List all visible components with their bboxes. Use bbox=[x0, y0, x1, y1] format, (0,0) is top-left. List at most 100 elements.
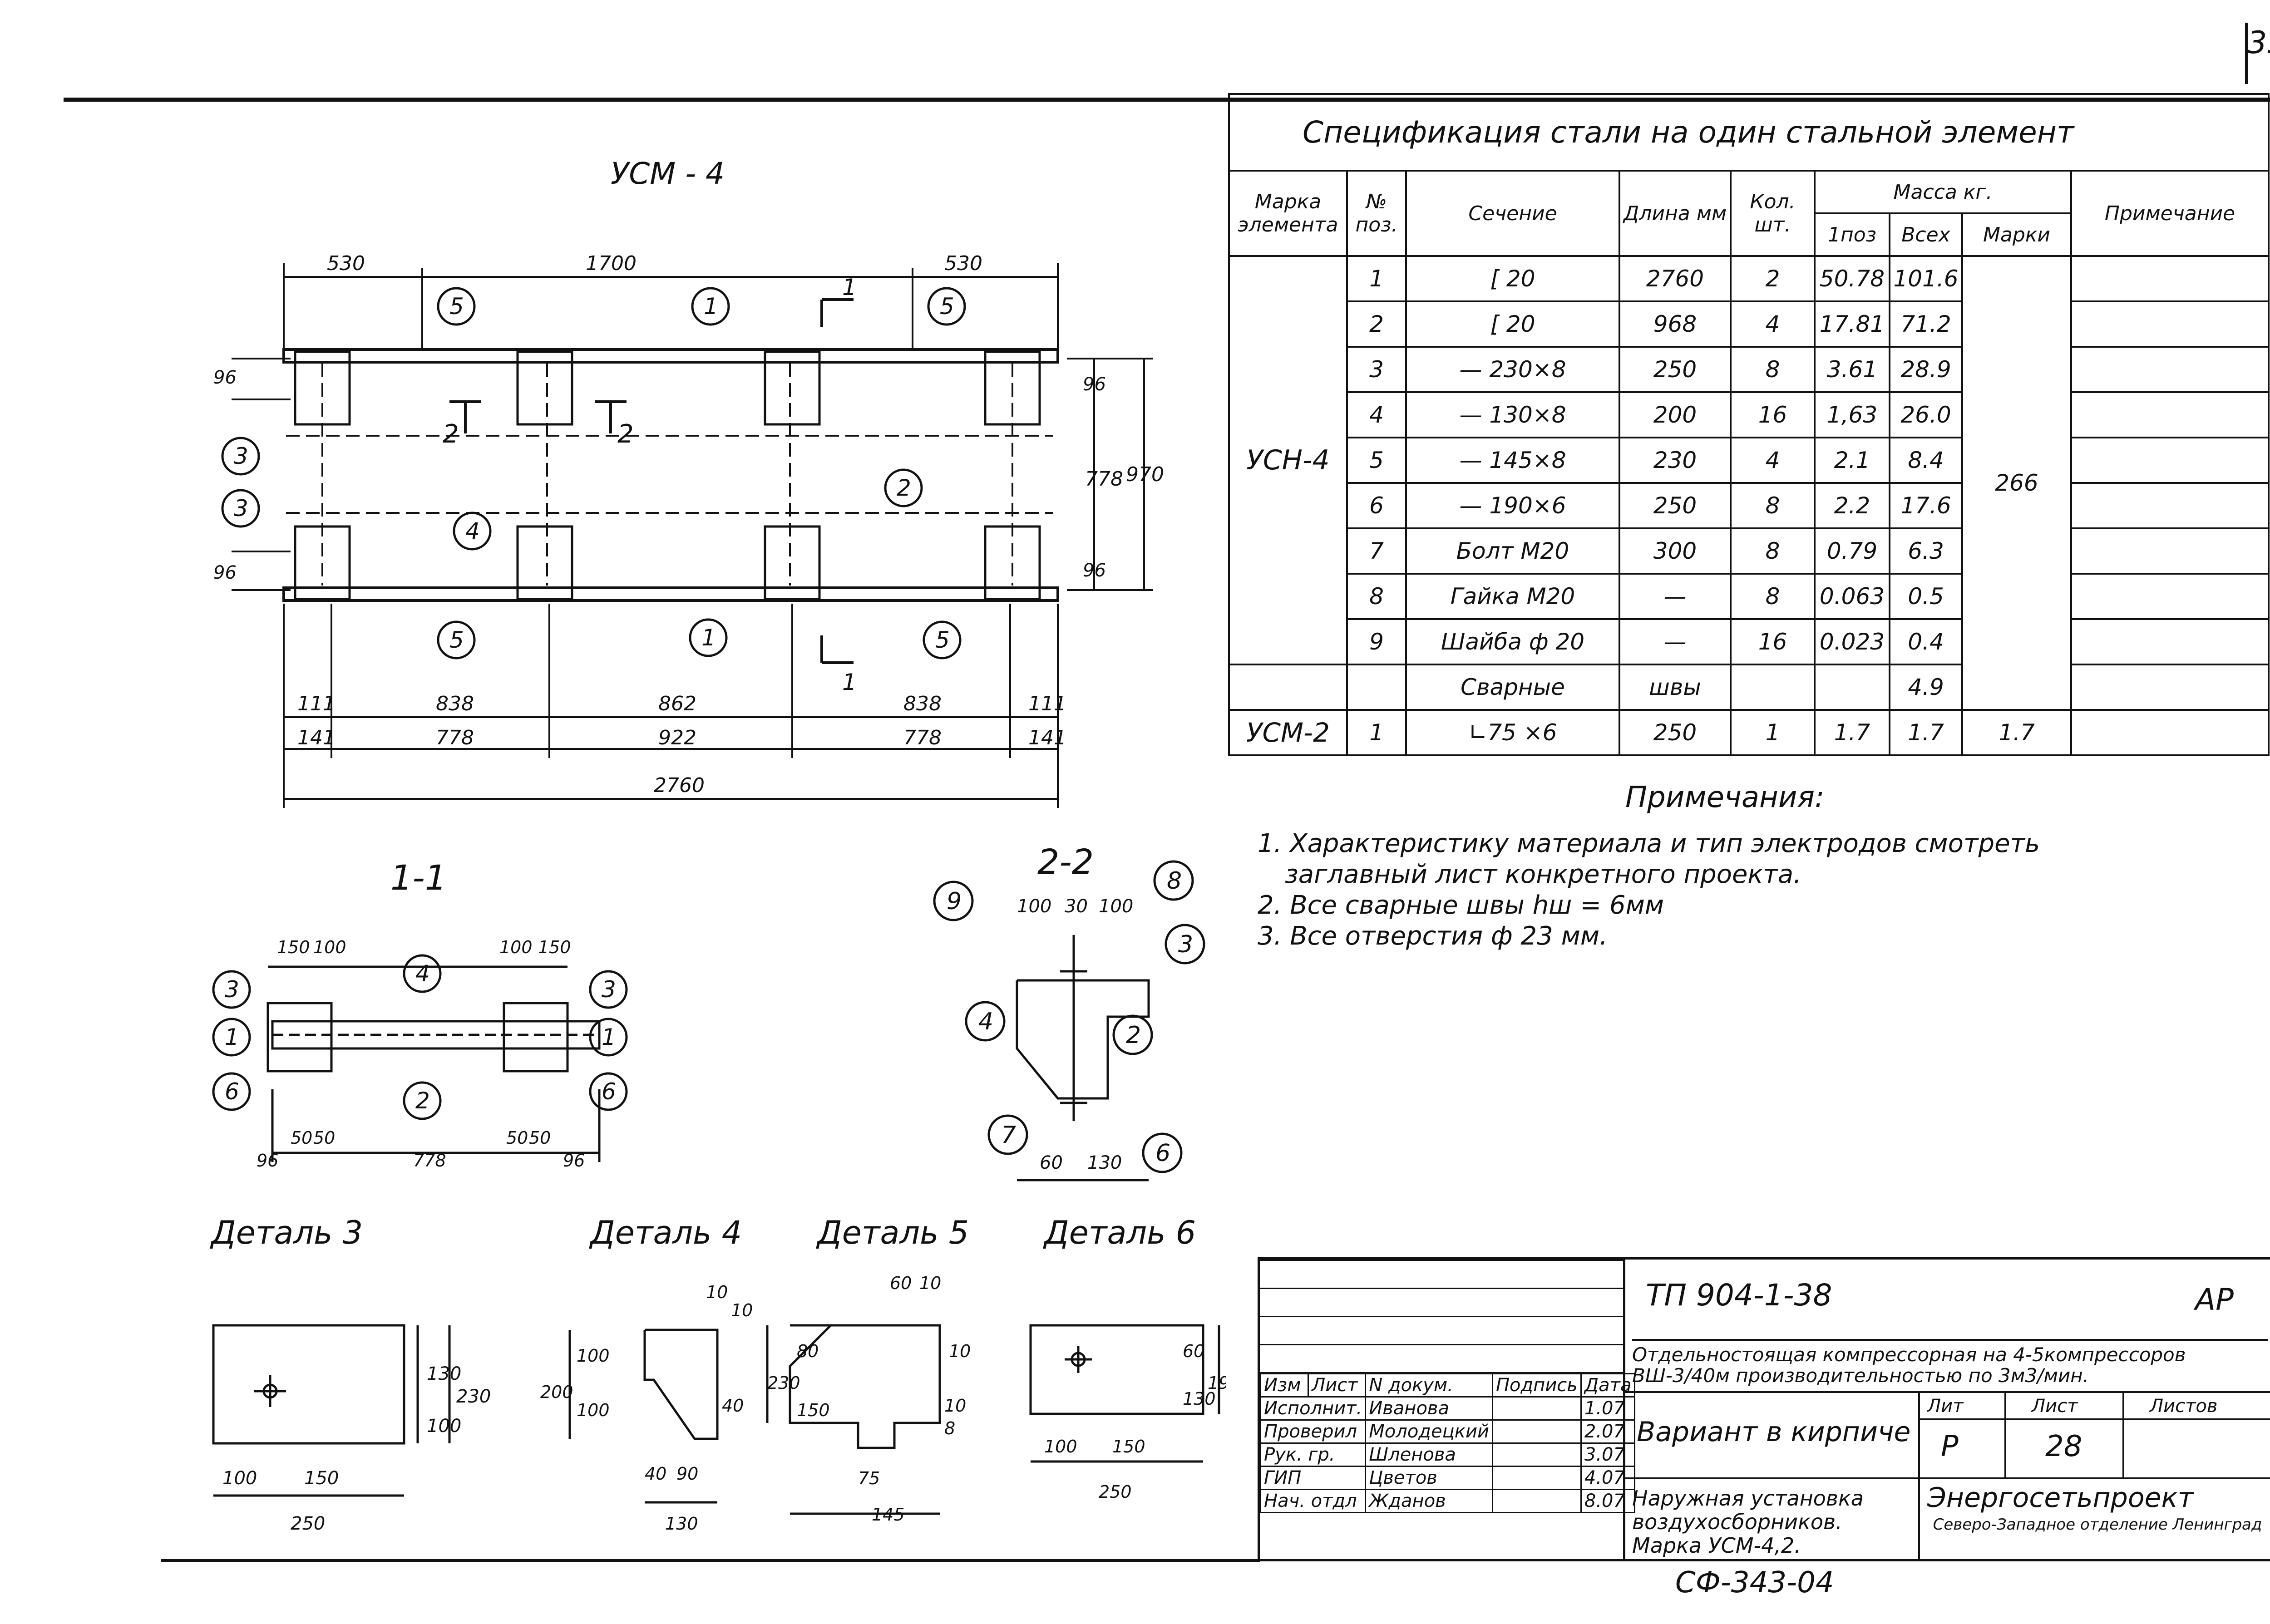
dim-row2-141a: 141 bbox=[297, 726, 336, 749]
spec-weld-label: Сварные bbox=[1405, 664, 1620, 711]
plan-callout-5d: 5 bbox=[935, 627, 950, 653]
d5-dim-145: 145 bbox=[872, 1505, 905, 1525]
spec-section: Болт М20 bbox=[1405, 527, 1620, 575]
spec-note bbox=[2070, 255, 2270, 302]
page-number-divider bbox=[2245, 23, 2248, 84]
sec11-dim-150b: 150 bbox=[538, 937, 571, 957]
plan-callout-2: 2 bbox=[897, 475, 911, 501]
plan-callouts bbox=[221, 287, 966, 659]
signer-row: Проверил Молодецкий 2.07 bbox=[1259, 1419, 1636, 1444]
sec22-callout-4: 4 bbox=[978, 1008, 993, 1035]
detail-4-title: Деталь 4 bbox=[589, 1214, 742, 1251]
dim-right-96a: 96 bbox=[1083, 374, 1106, 395]
tb-lit-value: Р bbox=[1941, 1430, 1959, 1463]
d6-dim-100: 100 bbox=[1044, 1437, 1077, 1457]
d5-dim-10c: 10 bbox=[944, 1396, 966, 1416]
sec11-dim-778: 778 bbox=[413, 1151, 446, 1171]
plan-callout-5c: 5 bbox=[449, 627, 464, 653]
signer-row: Рук. гр. Шленова 3.07 bbox=[1259, 1442, 1636, 1467]
spec-qty: 8 bbox=[1730, 527, 1816, 575]
sec11-dim-50c: 50 bbox=[506, 1128, 528, 1148]
tb-col-doc: N докум. bbox=[1365, 1373, 1493, 1398]
spec-mass-one: 0.063 bbox=[1814, 573, 1890, 620]
dim-row2-778a: 778 bbox=[436, 726, 474, 749]
signer-role: ГИП bbox=[1259, 1466, 1367, 1490]
table-row: 2 [ 20 968 4 17.81 71.2 bbox=[1229, 300, 2270, 348]
d5-dim-10b: 10 bbox=[949, 1341, 971, 1361]
dim-right-778: 778 bbox=[1085, 468, 1123, 491]
tb-col-sign: Подпись bbox=[1491, 1373, 1582, 1398]
spec-mass-all: 0.4 bbox=[1889, 618, 1963, 665]
notes-list: 1. Характеристику материала и тип электр… bbox=[1258, 828, 2040, 952]
d3-dim-150: 150 bbox=[304, 1468, 339, 1489]
spec-header-section: Сечение bbox=[1405, 170, 1620, 257]
spec-note bbox=[2070, 709, 2270, 756]
spec-mass-one: 1.7 bbox=[1814, 709, 1890, 756]
plan-title: УСМ - 4 bbox=[611, 156, 725, 191]
signer-signature bbox=[1491, 1396, 1582, 1421]
sec11-callout-2: 2 bbox=[415, 1088, 430, 1114]
spec-qty: 4 bbox=[1730, 437, 1816, 484]
sec22-callout-9: 9 bbox=[947, 888, 962, 915]
spec-length: 300 bbox=[1619, 527, 1732, 575]
table-row: УСН-4 1 [ 20 2760 2 50.78 101.6 266 bbox=[1228, 255, 2270, 711]
spec-mass-all: 26.0 bbox=[1889, 391, 1963, 438]
section-1-1-drawing bbox=[266, 965, 601, 1162]
sec11-callout-3b: 3 bbox=[602, 976, 616, 1003]
drawing-area: УСМ - 4 530 1700 530 bbox=[210, 156, 1226, 1534]
spec-length: 250 bbox=[1619, 346, 1732, 393]
sec11-dim-150a: 150 bbox=[277, 937, 310, 957]
signer-signature bbox=[1491, 1489, 1582, 1513]
spec-section: Шайба ф 20 bbox=[1405, 618, 1620, 665]
spec-mass-one: 2.2 bbox=[1814, 482, 1890, 529]
sec11-dim-50a: 50 bbox=[291, 1128, 312, 1148]
spec-header-mass-one: 1поз bbox=[1814, 212, 1890, 257]
signer-date: 3.07 bbox=[1580, 1442, 1636, 1467]
signer-row: Исполнит. Иванова 1.07 bbox=[1259, 1396, 1636, 1421]
sec11-dim-50b: 50 bbox=[313, 1128, 335, 1148]
spec-length: — bbox=[1619, 573, 1732, 620]
spec-section: — 145×8 bbox=[1405, 437, 1620, 484]
d3-dim-100v: 100 bbox=[427, 1416, 461, 1437]
plan-left-dim-lines bbox=[232, 358, 291, 591]
table-row: 5 — 145×8 230 4 2.1 8.4 bbox=[1229, 437, 2270, 484]
tb-org-name: Энергосетьпроект bbox=[1927, 1482, 2194, 1514]
dim-row1-111b: 111 bbox=[1028, 692, 1066, 715]
detail-6-drawing bbox=[1029, 1324, 1220, 1463]
sec22-callout-3: 3 bbox=[1178, 931, 1193, 958]
dim-top-1700: 1700 bbox=[586, 252, 637, 275]
spec-length: — bbox=[1619, 618, 1732, 665]
spec-mass-one: 0.023 bbox=[1814, 618, 1890, 665]
dim-left-96a: 96 bbox=[213, 367, 237, 388]
spec-note bbox=[2070, 300, 2270, 348]
detail-4-drawing bbox=[568, 1329, 719, 1504]
dim-row2-922: 922 bbox=[658, 726, 696, 749]
spec-qty: 8 bbox=[1730, 346, 1816, 393]
spec-qty: 8 bbox=[1730, 573, 1816, 620]
spec-length: 968 bbox=[1619, 300, 1732, 348]
dim-top-530a: 530 bbox=[327, 252, 365, 275]
spec-mass-one: 3.61 bbox=[1814, 346, 1890, 393]
title-block: Изм Лист N докум. Подпись Дата Исполнит.… bbox=[1258, 1257, 2270, 1561]
spec-qty: 16 bbox=[1730, 391, 1816, 438]
tb-sheet-header: Лист bbox=[2032, 1396, 2078, 1417]
page-number: 35 bbox=[2247, 25, 2270, 61]
sec11-dim-50d: 50 bbox=[529, 1128, 551, 1148]
signer-row: Нач. отдл Жданов 8.07 bbox=[1259, 1489, 1636, 1513]
sec11-dim-96a: 96 bbox=[257, 1151, 278, 1171]
detail-5-drawing bbox=[766, 1324, 941, 1515]
d6-dim-250: 250 bbox=[1099, 1482, 1132, 1502]
spec-length: 250 bbox=[1619, 709, 1732, 756]
dim-total-2760: 2760 bbox=[654, 774, 705, 797]
spec-header-mass-mark: Марки bbox=[1961, 212, 2072, 257]
tb-col-list: Лист bbox=[1308, 1373, 1367, 1398]
tb-sheets-header: Листов bbox=[2150, 1396, 2218, 1417]
note-item: 2. Все сварные швы hш = 6мм bbox=[1258, 891, 1664, 920]
d5-dim-8: 8 bbox=[944, 1418, 955, 1438]
detail-6-title: Деталь 6 bbox=[1043, 1214, 1196, 1251]
signature-grid: Изм Лист N докум. Подпись Дата Исполнит.… bbox=[1259, 1260, 1636, 1559]
tb-sheet-value: 28 bbox=[2045, 1430, 2082, 1463]
signer-name: Шленова bbox=[1365, 1442, 1493, 1467]
section-1-1-callouts bbox=[212, 954, 628, 1120]
spec-mass-all: 0.5 bbox=[1889, 573, 1963, 620]
